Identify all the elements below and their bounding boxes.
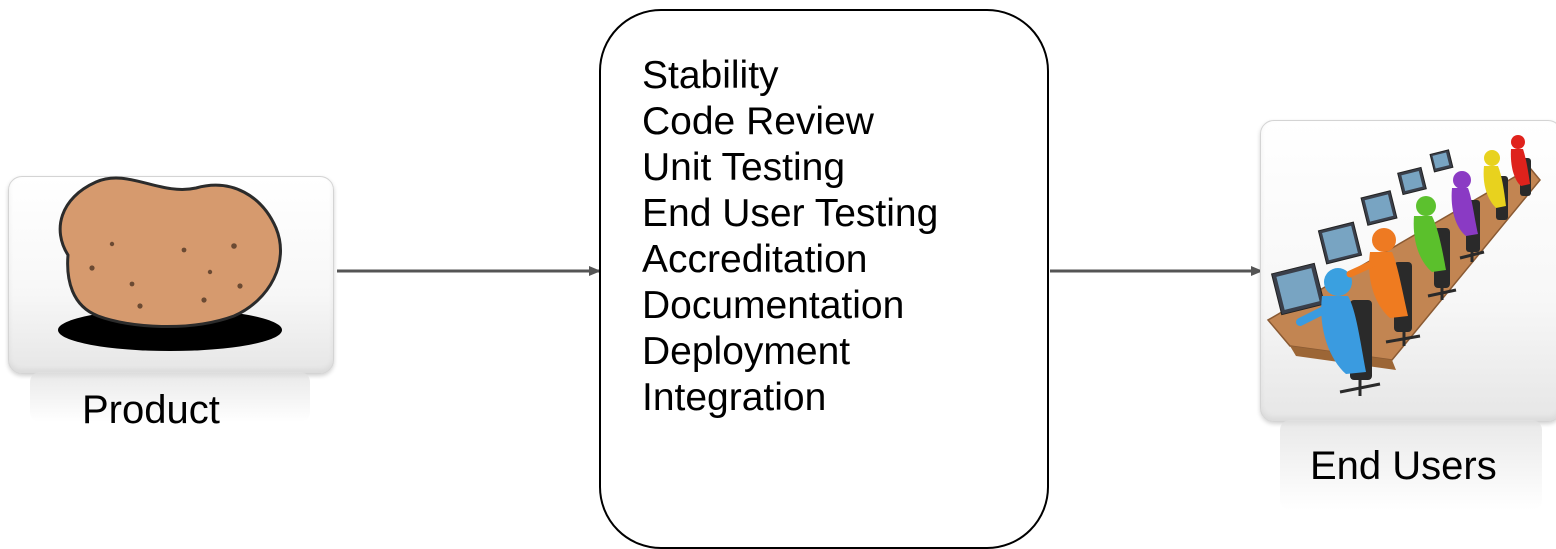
process-step: Stability — [642, 54, 779, 97]
process-step: Documentation — [642, 284, 905, 327]
process-step: End User Testing — [642, 192, 939, 235]
people-at-computers-icon — [1266, 135, 1541, 396]
end-users-label: End Users — [1310, 444, 1497, 488]
process-step: Integration — [642, 376, 827, 419]
process-step: Deployment — [642, 330, 851, 373]
process-box — [599, 9, 1049, 549]
process-step-list: Stability Code Review Unit Testing End U… — [642, 53, 938, 421]
process-step: Code Review — [642, 100, 874, 143]
product-reflection — [30, 372, 310, 422]
potato-icon — [58, 176, 282, 351]
product-label: Product — [82, 388, 220, 432]
process-step: Unit Testing — [642, 146, 846, 189]
flow-arrows — [337, 266, 1263, 276]
end-users-reflection — [1280, 420, 1542, 510]
process-step: Accreditation — [642, 238, 868, 281]
